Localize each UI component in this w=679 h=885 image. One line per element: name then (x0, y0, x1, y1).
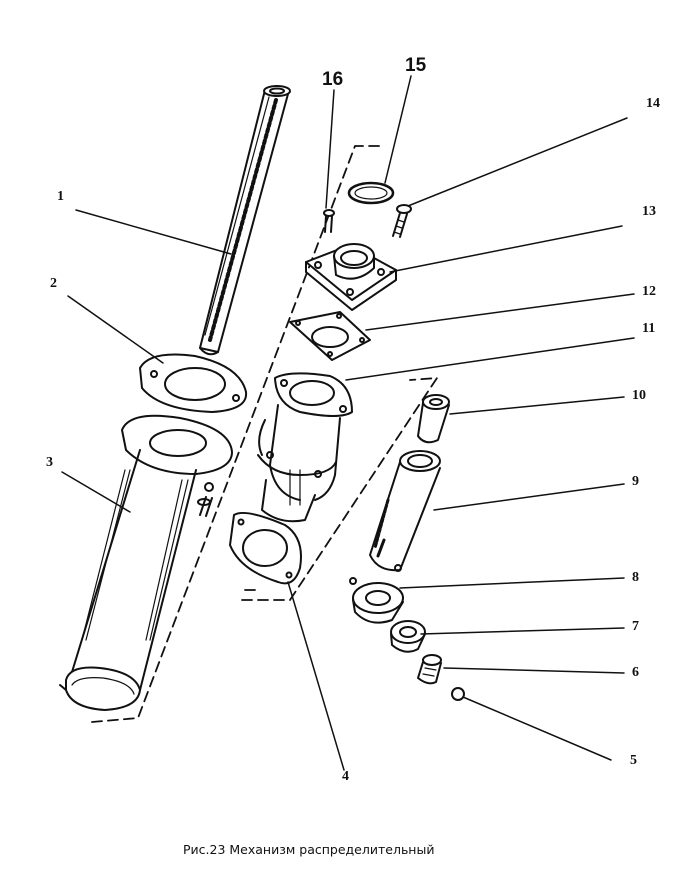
figure-caption: Рис.23 Механизм распределительный (183, 842, 435, 857)
part-15-ring (347, 181, 395, 205)
label-part-4: 4 (342, 769, 349, 784)
part-1-rod (199, 85, 291, 356)
label-part-2: 2 (50, 276, 57, 291)
label-part-6: 6 (632, 665, 639, 680)
label-part-8: 8 (632, 570, 639, 585)
part-7-collar (390, 620, 426, 653)
part-4-gasket (229, 512, 302, 585)
label-part-7: 7 (632, 619, 639, 634)
assembly-boundary-lines (91, 145, 438, 723)
label-part-14: 14 (646, 96, 660, 111)
label-part-16: 16 (322, 69, 344, 90)
part-11-housing (257, 372, 353, 523)
label-part-15: 15 (405, 55, 427, 76)
label-part-1: 1 (57, 189, 64, 204)
label-part-12: 12 (642, 284, 656, 299)
part-2-gasket (139, 353, 248, 413)
label-part-13: 13 (642, 204, 656, 219)
part-9-sleeve (369, 450, 441, 572)
label-part-5: 5 (630, 753, 637, 768)
small-bolt-part-3 (197, 482, 214, 517)
leader-lines (61, 75, 635, 771)
part-5-ball (451, 687, 465, 701)
part-16-screw (323, 209, 335, 233)
part-3-tube (59, 414, 233, 711)
part-8-nut (349, 577, 404, 624)
part-12-gasket (289, 311, 371, 361)
label-part-10: 10 (632, 388, 646, 403)
label-part-3: 3 (46, 455, 53, 470)
part-6-pin (417, 654, 442, 685)
part-13-flange (305, 243, 397, 311)
label-part-11: 11 (642, 321, 656, 336)
part-10-bushing (417, 394, 450, 444)
part-14-bolt (392, 204, 412, 238)
label-part-9: 9 (632, 474, 639, 489)
